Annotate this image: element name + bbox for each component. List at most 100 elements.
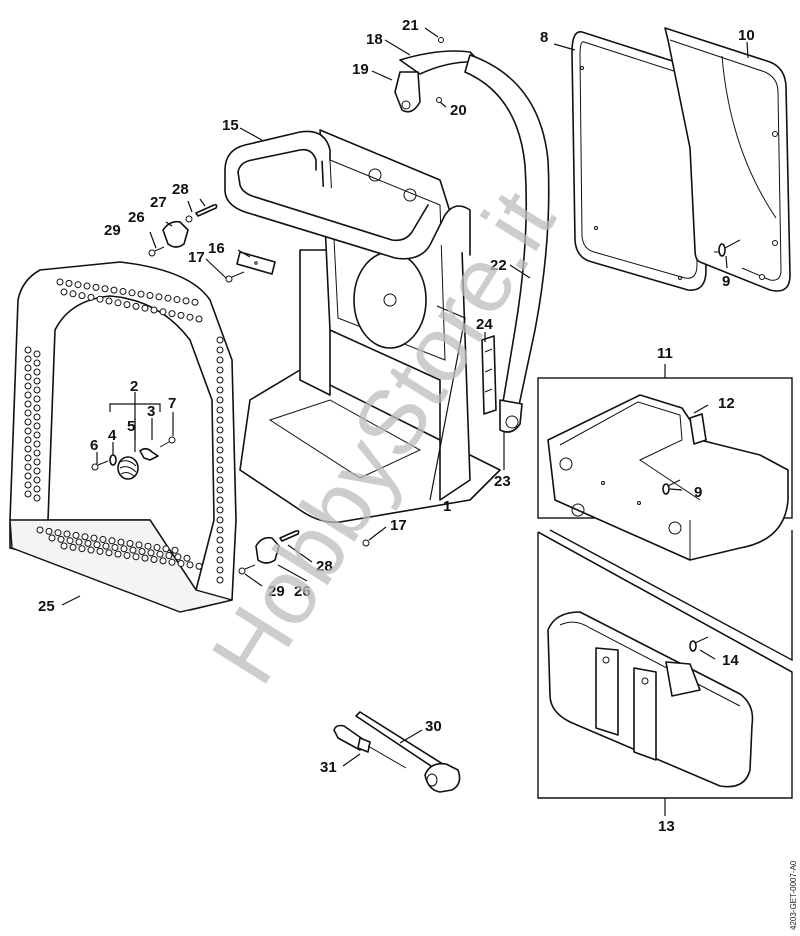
- perforation-hole: [216, 536, 224, 544]
- perforation-hole: [119, 287, 127, 295]
- callout-23: 23: [494, 473, 511, 490]
- perforation-hole: [33, 404, 41, 412]
- leader-lines: [61, 27, 749, 816]
- callout-15: 15: [222, 117, 239, 134]
- perforation-hole: [33, 467, 41, 475]
- perforation-hole: [33, 359, 41, 367]
- callout-6: 6: [90, 437, 98, 454]
- perforation-hole: [75, 538, 83, 546]
- perforation-hole: [216, 426, 224, 434]
- screen-perforations: [24, 278, 224, 584]
- perforation-hole: [33, 449, 41, 457]
- callout-3: 3: [147, 403, 155, 420]
- hip-pad-drawing: [547, 394, 789, 561]
- perforation-hole: [24, 418, 32, 426]
- perforation-hole: [84, 539, 92, 547]
- perforation-hole: [24, 490, 32, 498]
- callout-31: 31: [320, 759, 337, 776]
- perforation-hole: [114, 299, 122, 307]
- perforation-hole: [24, 382, 32, 390]
- handle-bar-drawing: [224, 130, 471, 260]
- perforation-hole: [24, 409, 32, 417]
- callout-16: 16: [208, 240, 225, 257]
- perforation-hole: [135, 541, 143, 549]
- callout-1: 1: [443, 498, 451, 515]
- perforation-hole: [216, 466, 224, 474]
- perforation-hole: [92, 283, 100, 291]
- hip-belt-box-divider: [537, 529, 793, 673]
- strap-bracket-drawing: [394, 37, 481, 113]
- perforation-hole: [36, 526, 44, 534]
- screwdriver-drawing: [333, 724, 407, 769]
- perforation-hole: [83, 282, 91, 290]
- perforation-hole: [65, 279, 73, 287]
- callout-29-upper: 29: [104, 222, 121, 239]
- perforation-hole: [33, 440, 41, 448]
- perforation-hole: [147, 549, 155, 557]
- protective-screen-drawing: [9, 261, 237, 613]
- perforation-hole: [216, 546, 224, 554]
- perforation-hole: [162, 545, 170, 553]
- perforation-hole: [90, 534, 98, 542]
- perforation-hole: [216, 576, 224, 584]
- callout-25: 25: [38, 598, 55, 615]
- perforation-hole: [33, 368, 41, 376]
- spring-kit-drawing: [91, 436, 176, 480]
- perforation-hole: [123, 301, 131, 309]
- perforation-hole: [24, 400, 32, 408]
- perforation-hole: [146, 292, 154, 299]
- perforation-hole: [33, 413, 41, 421]
- perforation-hole: [153, 544, 161, 552]
- perforation-hole: [33, 350, 41, 358]
- perforation-hole: [24, 355, 32, 363]
- perforation-hole: [63, 530, 71, 538]
- perforation-hole: [24, 472, 32, 480]
- callout-9-upper: 9: [722, 273, 730, 290]
- perforation-hole: [216, 496, 224, 504]
- back-padding-drawing: [664, 27, 791, 292]
- perforation-hole: [57, 535, 65, 543]
- perforation-hole: [216, 516, 224, 524]
- perforation-hole: [74, 281, 82, 289]
- perforation-hole: [216, 416, 224, 424]
- perforation-hole: [216, 526, 224, 534]
- perforation-hole: [24, 427, 32, 435]
- perforation-hole: [60, 288, 68, 296]
- perforation-hole: [173, 296, 181, 304]
- perforation-hole: [138, 548, 146, 555]
- callout-9-lower: 9: [694, 484, 702, 501]
- perforation-hole: [216, 566, 224, 574]
- callout-7: 7: [168, 395, 176, 412]
- perforation-hole: [168, 558, 176, 566]
- perforation-hole: [110, 286, 118, 294]
- perforation-hole: [137, 290, 145, 298]
- callout-27: 27: [150, 194, 167, 211]
- callout-11: 11: [657, 345, 673, 362]
- callout-17-lower: 17: [390, 517, 407, 534]
- perforation-hole: [156, 550, 164, 558]
- perforation-hole: [96, 547, 104, 555]
- perforation-hole: [164, 294, 172, 302]
- callout-30: 30: [425, 718, 442, 735]
- callout-5: 5: [127, 418, 135, 435]
- perforation-hole: [159, 557, 167, 565]
- document-id: 4203-GET-0007-A0: [789, 860, 798, 930]
- perforation-hole: [216, 346, 224, 354]
- callout-14: 14: [722, 652, 739, 669]
- callout-10: 10: [738, 27, 755, 44]
- perforation-hole: [216, 486, 224, 494]
- perforation-hole: [24, 445, 32, 453]
- perforation-hole: [45, 527, 53, 535]
- perforation-hole: [186, 561, 194, 569]
- perforation-hole: [150, 306, 158, 314]
- perforation-hole: [216, 456, 224, 464]
- perforation-hole: [96, 295, 104, 303]
- callout-26-upper: 26: [128, 209, 145, 226]
- perforation-hole: [33, 458, 41, 466]
- perforation-hole: [93, 541, 101, 549]
- shoulder-strap-drawing: [464, 54, 550, 433]
- callout-22: 22: [490, 257, 507, 274]
- perforation-hole: [72, 531, 80, 539]
- perforation-hole: [24, 454, 32, 462]
- perforation-hole: [182, 297, 190, 305]
